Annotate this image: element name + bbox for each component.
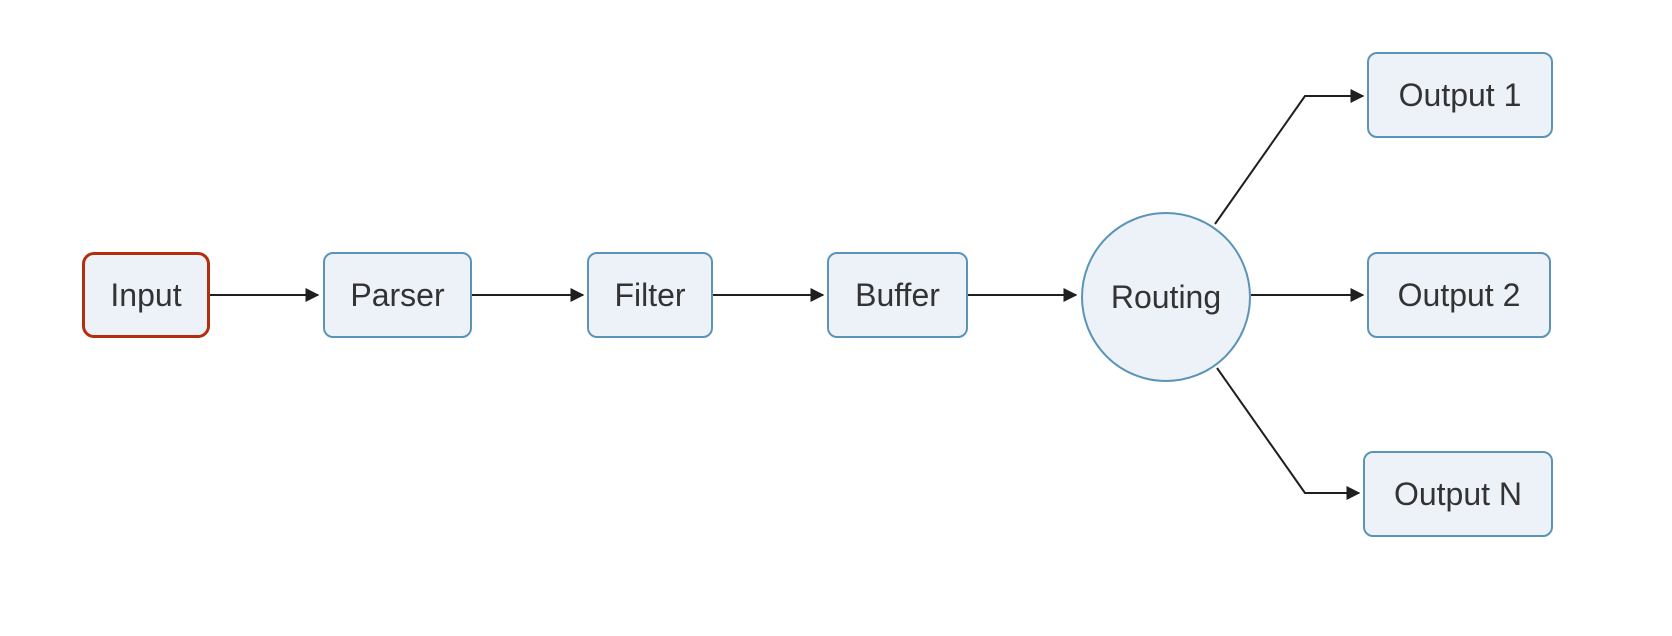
node-parser[interactable]: Parser — [323, 252, 472, 338]
node-output-1[interactable]: Output 1 — [1367, 52, 1553, 138]
node-buffer-label: Buffer — [855, 277, 940, 313]
node-parser-label: Parser — [350, 277, 445, 313]
node-buffer[interactable]: Buffer — [827, 252, 968, 338]
node-output-2[interactable]: Output 2 — [1367, 252, 1551, 338]
edge-routing-outputN — [1216, 367, 1361, 500]
node-output-n[interactable]: Output N — [1363, 451, 1553, 537]
node-filter[interactable]: Filter — [587, 252, 713, 338]
node-output-2-label: Output 2 — [1397, 277, 1521, 313]
node-filter-label: Filter — [614, 277, 686, 313]
node-input[interactable]: Input — [82, 252, 210, 338]
edge-routing-output1 — [1214, 89, 1365, 225]
node-routing[interactable]: Routing — [1081, 212, 1251, 382]
node-output-1-label: Output 1 — [1398, 77, 1522, 113]
node-output-n-label: Output N — [1393, 476, 1523, 512]
node-routing-label: Routing — [1110, 279, 1222, 315]
node-input-label: Input — [110, 277, 182, 313]
